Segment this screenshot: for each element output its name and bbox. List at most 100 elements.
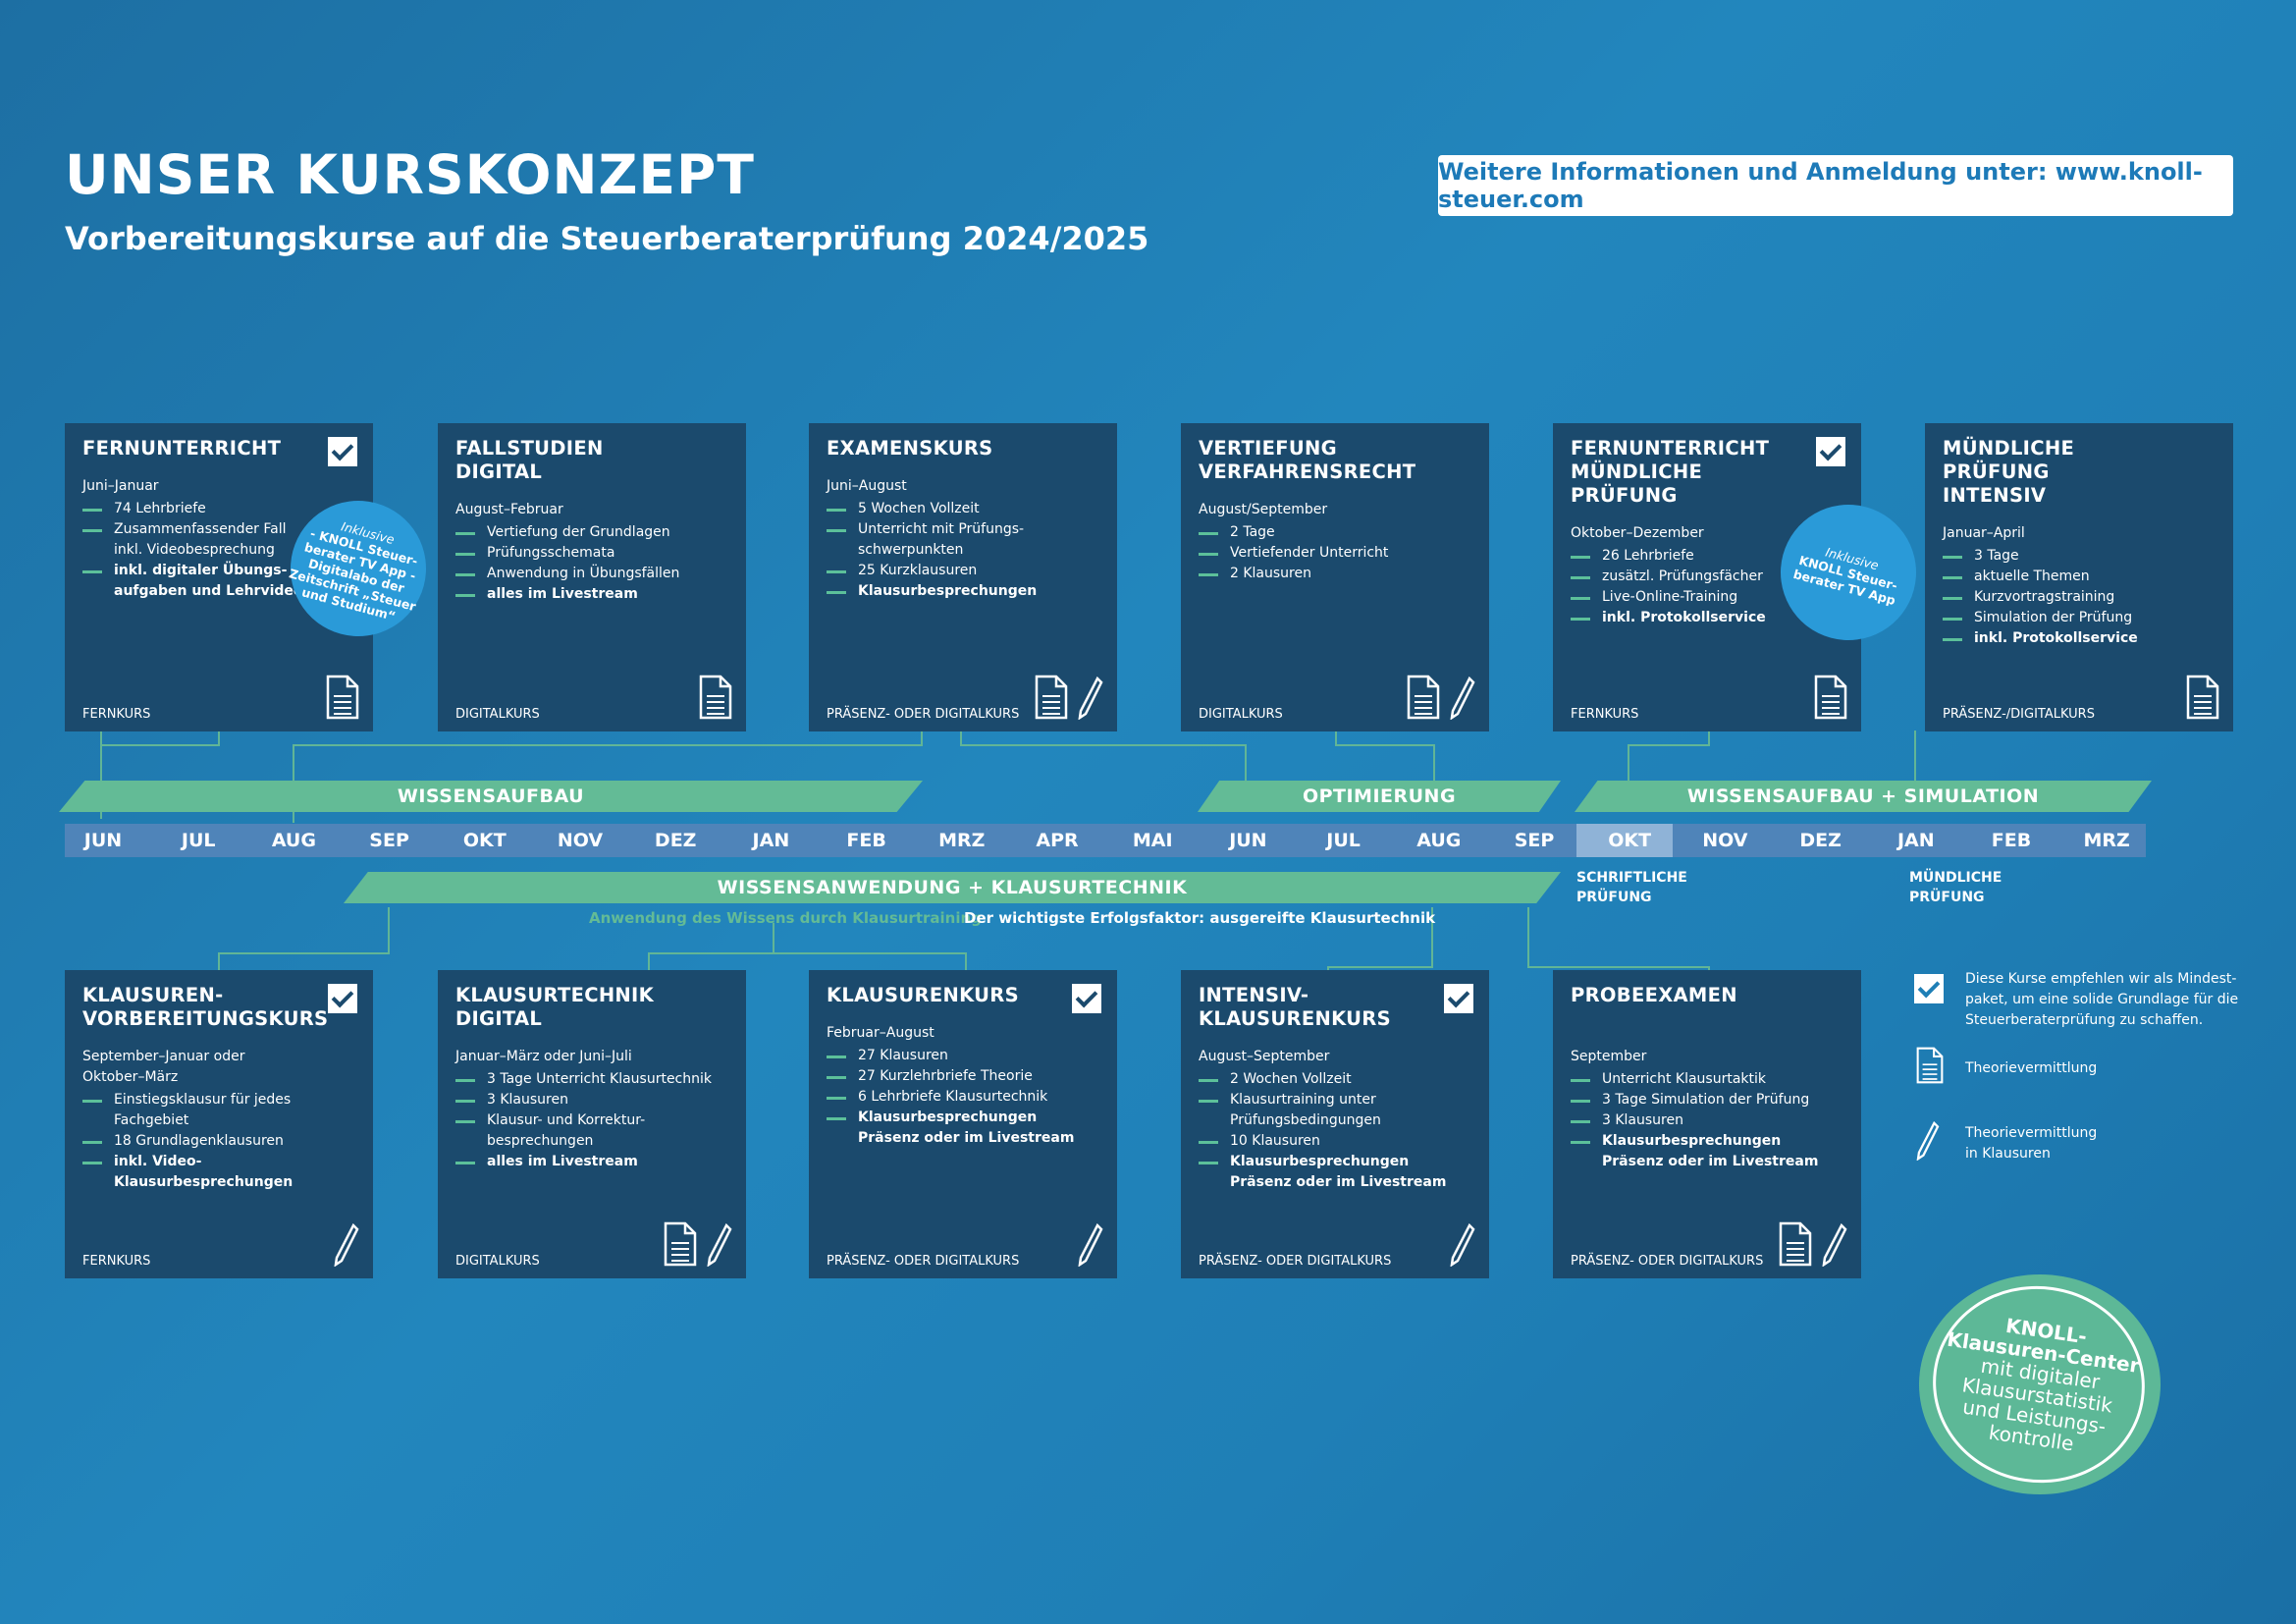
card-title: FALLSTUDIEN DIGITAL [455, 437, 604, 483]
card-item: Klausurbesprechungen [1571, 1131, 1843, 1152]
card-item: besprechungen [487, 1133, 594, 1149]
pen-icon [1822, 1223, 1847, 1267]
card-period: Juni–Januar [82, 478, 159, 494]
note-text: SCHRIFTLICHE [1576, 870, 1687, 886]
card-item: aktuelle Themen [1943, 567, 2216, 587]
card-item: 26 Lehrbriefe [1571, 546, 1843, 567]
card-item: Vertiefender Unterricht [1199, 543, 1471, 564]
info-link[interactable]: Weitere Informationen und Anmeldung unte… [1438, 155, 2233, 216]
month-label: FEB [1991, 830, 2032, 851]
card-item: schwerpunkten [858, 542, 964, 558]
course-card-examenskurs[interactable]: EXAMENSKURS Juni–August 5 Wochen Vollzei… [809, 423, 1117, 731]
course-card-intensiv-klausurenkurs[interactable]: INTENSIV-KLAUSURENKURS August–September … [1181, 970, 1489, 1278]
connector [100, 731, 220, 819]
connector [1527, 966, 1708, 968]
card-kind: DIGITALKURS [455, 707, 540, 722]
course-card-klausurtechnik[interactable]: KLAUSURTECHNIK DIGITAL Januar–März oder … [438, 970, 746, 1278]
card-kind: PRÄSENZ-/DIGITALKURS [1943, 707, 2095, 722]
card-title: EXAMENSKURS [827, 437, 993, 460]
course-card-klausurenkurs[interactable]: KLAUSURENKURS Februar–August 27 Klausure… [809, 970, 1117, 1278]
card-item: 3 Klausuren [455, 1090, 728, 1110]
legend-line: Diese Kurse empfehlen wir als Mindest- [1965, 971, 2237, 987]
card-item: Klausurbesprechungen [827, 1108, 1099, 1128]
connector [648, 952, 773, 954]
timeline-bar [65, 824, 2146, 857]
document-icon [1779, 1221, 1812, 1267]
card-kind: PRÄSENZ- ODER DIGITALKURS [1199, 1254, 1392, 1269]
connector [1628, 744, 1629, 782]
card-title: FERNUNTERRICHT MÜNDLICHE PRÜFUNG [1571, 437, 1770, 507]
month-label: DEZ [654, 830, 697, 851]
connector [960, 731, 962, 746]
card-item: Klausurtraining unter [1199, 1090, 1471, 1110]
month-label: SEP [1514, 830, 1555, 851]
month-label: DEZ [1799, 830, 1842, 851]
connector [1433, 744, 1435, 782]
course-card-muendlich-intensiv[interactable]: MÜNDLICHE PRÜFUNG INTENSIV Januar–April … [1925, 423, 2233, 731]
card-item: 5 Wochen Vollzeit [827, 499, 1099, 519]
card-item: 6 Lehrbriefe Klausurtechnik [827, 1087, 1099, 1108]
legend-document-text: Theorievermittlung [1965, 1060, 2098, 1076]
card-item: Klausur- und Korrektur- [455, 1110, 728, 1131]
phase-wissensanwendung: WISSENSANWENDUNG + KLAUSURTECHNIK [344, 872, 1561, 903]
card-item: Vertiefung der Grundlagen [455, 522, 728, 543]
course-card-fallstudien[interactable]: FALLSTUDIEN DIGITAL August–Februar Verti… [438, 423, 746, 731]
pen-icon [1078, 1223, 1103, 1267]
card-item: 2 Klausuren [1199, 564, 1471, 584]
month-label: AUG [271, 830, 316, 851]
timeline-highlight [1576, 824, 1673, 857]
card-item: Einstiegsklausur für jedes Fachgebiet [82, 1090, 355, 1131]
bubble-text: - KNOLL Steuer-berater TV App - Digitala… [288, 525, 420, 624]
connector [100, 744, 218, 746]
connector [921, 731, 923, 746]
card-kind: DIGITALKURS [1199, 707, 1283, 722]
month-label: JUN [1229, 830, 1267, 851]
card-title: VERTIEFUNG VERFAHRENSRECHT [1199, 437, 1416, 483]
course-card-verfahrensrecht[interactable]: VERTIEFUNG VERFAHRENSRECHT August/Septem… [1181, 423, 1489, 731]
connector [218, 952, 220, 970]
card-title: INTENSIV-KLAUSURENKURS [1199, 984, 1391, 1030]
card-title: MÜNDLICHE PRÜFUNG INTENSIV [1943, 437, 2075, 507]
card-item: alles im Livestream [455, 1152, 728, 1172]
phase-wissensaufbau: WISSENSAUFBAU [59, 781, 923, 812]
card-period: August/September [1199, 502, 1328, 517]
check-icon [1444, 984, 1473, 1013]
month-label: MRZ [2083, 830, 2130, 851]
card-period: September–Januar oder [82, 1049, 245, 1064]
pen-icon [1450, 1223, 1475, 1267]
card-item: inkl. Video-Klausurbesprechungen [82, 1152, 355, 1193]
legend-check-icon [1914, 974, 1944, 1003]
connector [1708, 731, 1710, 746]
document-icon [664, 1221, 697, 1267]
page-title: UNSER KURSKONZEPT [65, 143, 755, 206]
card-kind: PRÄSENZ- ODER DIGITALKURS [827, 1254, 1020, 1269]
klausuren-center-seal: KNOLL- Klausuren-Center mit digitaler Kl… [1919, 1272, 2161, 1497]
note-text: MÜNDLICHE [1909, 870, 2002, 886]
card-item: 2 Tage [1199, 522, 1471, 543]
course-card-probeexamen[interactable]: PROBEEXAMEN September Unterricht Klausur… [1553, 970, 1861, 1278]
card-title: FERNUNTERRICHT [82, 437, 282, 460]
course-card-klausuren-vorbereitung[interactable]: KLAUSUREN-VORBEREITUNGSKURS September–Ja… [65, 970, 373, 1278]
card-period: Oktober–Dezember [1571, 525, 1704, 541]
month-label: OKT [1608, 830, 1652, 851]
check-icon [328, 984, 357, 1013]
connector [773, 923, 774, 952]
legend-pen-text: Theorievermittlung in Klausuren [1965, 1123, 2097, 1164]
card-period: Januar–April [1943, 525, 2025, 541]
document-icon [2186, 675, 2219, 720]
card-item: Live-Online-Training [1571, 587, 1843, 608]
card-item: 2 Wochen Vollzeit [1199, 1069, 1471, 1090]
card-item: 27 Klausuren [827, 1046, 1099, 1066]
card-item: Präsenz oder im Livestream [1230, 1174, 1447, 1190]
phase-wissensaufbau-simulation: WISSENSAUFBAU + SIMULATION [1575, 781, 2152, 812]
month-label: JUL [181, 830, 216, 851]
card-kind: DIGITALKURS [455, 1254, 540, 1269]
connector [960, 744, 1245, 746]
month-label: JUL [1326, 830, 1361, 851]
month-label: AUG [1416, 830, 1462, 851]
connector [1245, 744, 1247, 782]
card-item: Kurzvortragstraining [1943, 587, 2216, 608]
pen-icon [707, 1223, 732, 1267]
document-icon [1407, 675, 1440, 720]
